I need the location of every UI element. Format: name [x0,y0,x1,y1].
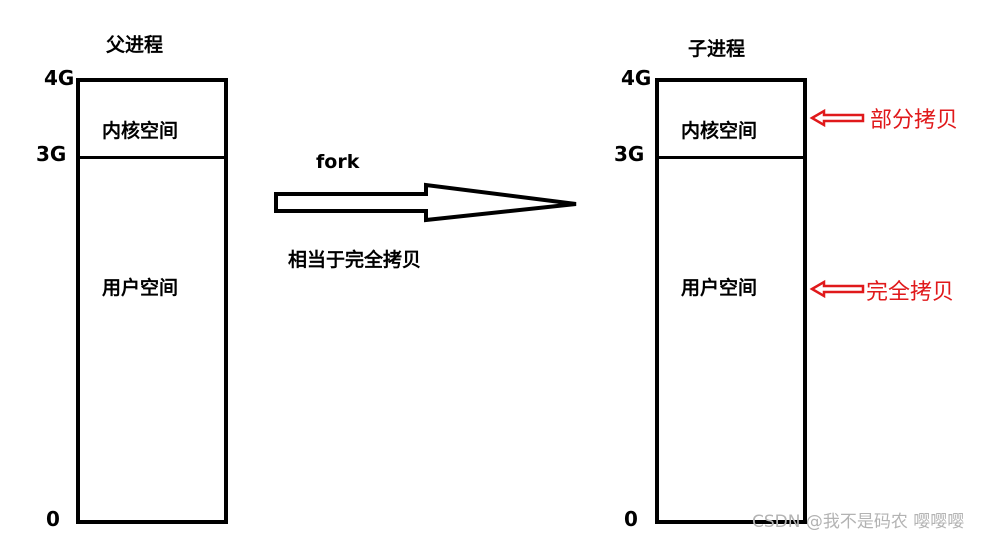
parent-tick-4g: 4G [44,66,75,90]
parent-tick-0: 0 [46,507,60,531]
parent-kernel-user-divider [80,156,224,159]
child-tick-3g: 3G [614,142,645,166]
user-note-arrow-icon [809,279,865,299]
fork-label: fork [316,151,360,173]
parent-memory-box [76,78,228,524]
parent-tick-3g: 3G [36,142,67,166]
child-kernel-space-label: 内核空间 [681,120,758,142]
fork-arrow-icon [274,182,577,223]
fork-arrow-shape [274,182,577,223]
kernel-note-arrow-icon [809,108,865,128]
parent-kernel-space-label: 内核空间 [102,120,179,142]
parent-user-space-label: 用户空间 [102,277,179,299]
child-memory-box [655,78,807,524]
child-kernel-user-divider [659,156,803,159]
parent-process-title: 父进程 [106,34,164,56]
user-full-copy-note: 完全拷贝 [866,280,955,305]
child-process-title: 子进程 [688,38,746,60]
fork-caption: 相当于完全拷贝 [288,249,422,271]
child-tick-0: 0 [624,507,638,531]
child-user-space-label: 用户空间 [681,277,758,299]
csdn-watermark: CSDN @我不是码农 嘤嘤嘤 [752,512,965,532]
child-tick-4g: 4G [621,66,652,90]
kernel-partial-copy-note: 部分拷贝 [870,108,959,133]
